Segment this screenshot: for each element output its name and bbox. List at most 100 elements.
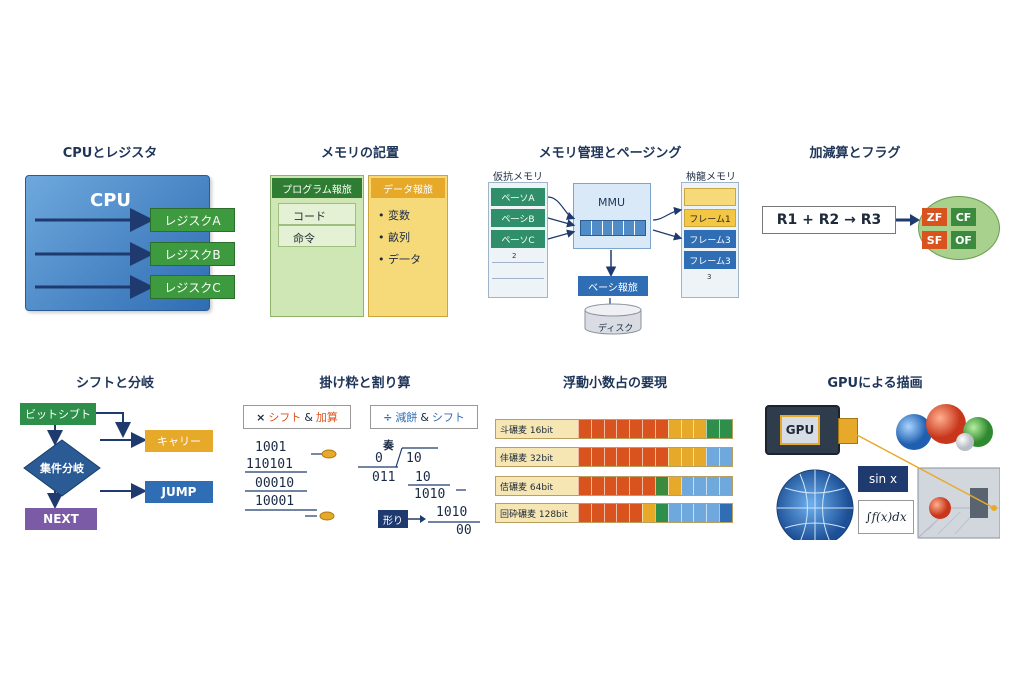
div-row5: 00 — [456, 523, 472, 538]
float-bit-block — [642, 504, 655, 522]
panel-title-cpu: CPUとレジスタ — [62, 146, 158, 161]
float-row-label: 仹碾麦 32bit — [496, 448, 578, 466]
float-bit-block — [693, 448, 707, 466]
flag-of: OF — [951, 231, 976, 249]
gpu-card — [765, 405, 840, 455]
float-bit-block — [706, 504, 720, 522]
integral-box: ∫f(x)dx — [858, 500, 914, 534]
float-bit-block — [590, 477, 604, 495]
register-arrows — [35, 208, 154, 299]
data-item-var: • 変数 — [378, 209, 410, 222]
float-row: 斗碾麦 16bit — [495, 419, 733, 439]
mul-row-1: 1001 — [255, 440, 287, 455]
float-bit-block — [693, 477, 707, 495]
float-bit-block — [719, 504, 732, 522]
float-bit-block — [680, 420, 694, 438]
frame-empty — [684, 188, 736, 206]
carry-box: キャリー — [145, 430, 213, 452]
float-bit-block — [603, 477, 617, 495]
float-bit-block — [680, 504, 694, 522]
float-row: 佶碾麦 64bit — [495, 476, 733, 496]
panel-title-memory: メモリの記置 — [320, 146, 399, 161]
data-header: データ報旅 — [371, 178, 445, 198]
float-row-label: 佶碾麦 64bit — [496, 477, 578, 495]
data-item-array: • 畝列 — [378, 231, 410, 244]
float-bit-block — [706, 477, 720, 495]
panel-title-float: 浮動小数占の要現 — [562, 376, 667, 391]
panel-title-flags: 加減算とフラグ — [809, 146, 901, 161]
div-label-sub: 減餅 — [395, 411, 418, 424]
flag-zf: ZF — [922, 208, 947, 226]
sphere-red — [926, 404, 966, 444]
panel-title-muldiv: 掛け粋と割り算 — [319, 376, 411, 391]
float-bit-block — [590, 448, 604, 466]
mul-label-shift: シフト — [268, 411, 302, 424]
div-amp: & — [420, 410, 429, 424]
float-bit-block — [578, 477, 591, 495]
mul-amp: & — [304, 410, 313, 424]
float-bit-block — [667, 420, 681, 438]
float-bit-block — [680, 448, 694, 466]
float-bit-block — [654, 448, 668, 466]
float-bit-block — [603, 420, 617, 438]
mul-label-add: 加算 — [315, 411, 338, 424]
div-row1-left: 0 — [375, 451, 383, 466]
float-bit-block — [706, 448, 720, 466]
float-bit-block — [654, 420, 668, 438]
gpu-chip: GPU — [780, 415, 820, 445]
mmu-label: MMU — [598, 196, 626, 209]
float-bit-block — [616, 477, 630, 495]
float-bit-block — [629, 448, 643, 466]
float-bit-block — [603, 504, 617, 522]
mul-row-2: 110101 — [246, 457, 293, 472]
virtual-divider-2 — [492, 278, 544, 279]
float-row-label: 回砕碾麦 128bit — [496, 504, 578, 522]
div-header: ÷ 減餅 & シフト — [370, 405, 478, 429]
flag-arrow — [896, 214, 920, 226]
branch-label: 集件分岐 — [40, 462, 84, 475]
float-bit-block — [719, 477, 732, 495]
mul-header: × シフト & 加算 — [243, 405, 351, 429]
float-bit-block — [629, 477, 643, 495]
virtual-page-c: ペ一ソC — [491, 230, 545, 248]
float-bit-block — [654, 504, 668, 522]
float-bit-block — [629, 504, 643, 522]
float-bit-block — [654, 477, 668, 495]
div-symbol: ÷ — [383, 410, 393, 424]
program-item-code: コード — [278, 203, 356, 225]
float-bit-block — [590, 420, 604, 438]
div-row1-right: 10 — [406, 451, 422, 466]
float-bit-block — [706, 420, 720, 438]
frame-3a: フレーム3 — [684, 230, 736, 248]
div-lines — [358, 447, 480, 523]
mul-row-4: 10001 — [255, 494, 295, 509]
div-row4: 1010 — [436, 505, 468, 520]
float-bit-block — [578, 504, 591, 522]
gpu-scene — [776, 404, 1000, 540]
div-label-shift: シフト — [431, 411, 465, 424]
page-table: ベーシ報旅 — [578, 276, 648, 296]
float-bit-block — [578, 448, 591, 466]
expression-box: R1 + R2 → R3 — [762, 206, 896, 234]
virtual-divider-1 — [492, 262, 544, 263]
bitshift-box: ビットシブト — [20, 403, 96, 425]
flag-cf: CF — [951, 208, 976, 226]
float-bit-block — [642, 448, 655, 466]
float-bit-block — [578, 420, 591, 438]
mmu-table — [580, 220, 646, 236]
panel-title-paging: メモリ管理とページング — [538, 146, 682, 161]
cpu-label: CPU — [90, 190, 132, 211]
flag-sf: SF — [922, 231, 947, 249]
virtual-page-a: ペ一ソA — [491, 188, 545, 206]
program-header: プログラム報旅 — [272, 178, 362, 198]
virtual-memory-label: 仮抗メモリ — [493, 172, 543, 183]
panel-title-gpu: GPUによる描画 — [827, 376, 923, 391]
paging-arrows — [547, 196, 683, 277]
float-bit-block — [680, 477, 694, 495]
float-bit-block — [642, 420, 655, 438]
sphere-blue — [896, 414, 932, 450]
next-box: NEXT — [25, 508, 97, 530]
jump-box: JUMP — [145, 481, 213, 503]
float-bit-block — [603, 448, 617, 466]
physical-number: 3 — [707, 273, 712, 281]
